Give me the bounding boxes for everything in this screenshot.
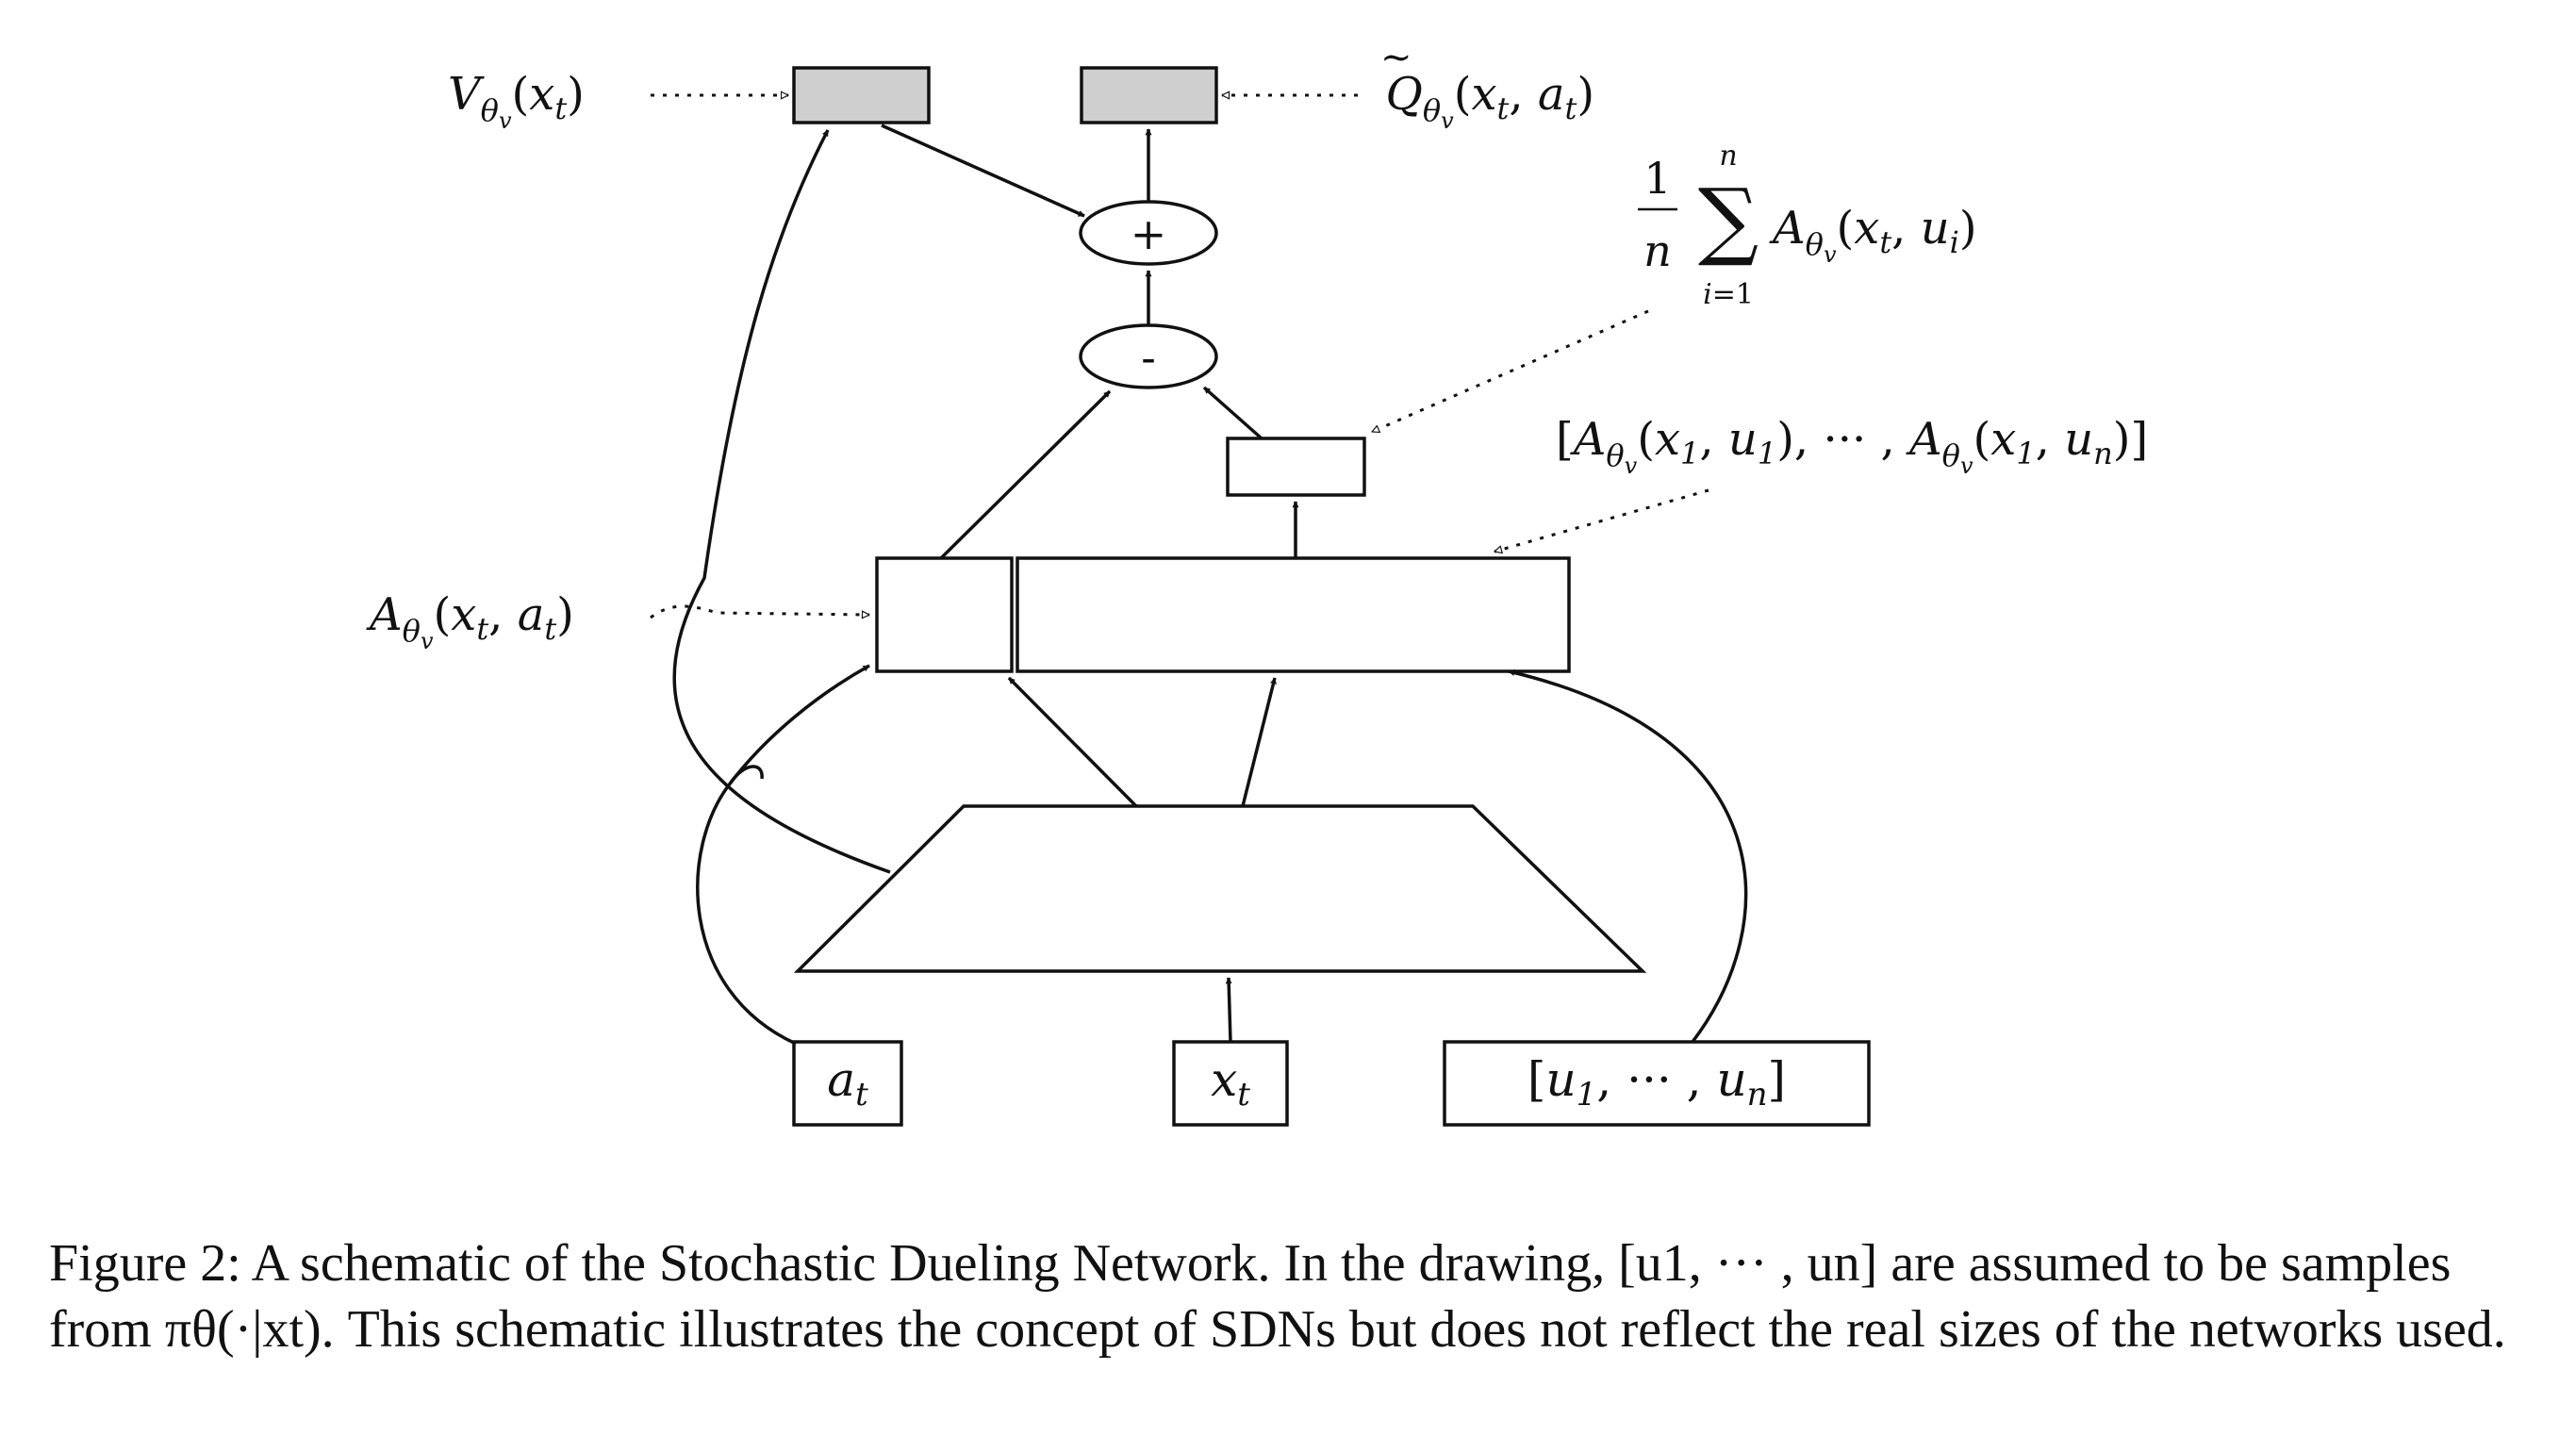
svg-text:i=1: i=1 — [1703, 278, 1754, 311]
q-output-box — [1080, 66, 1218, 124]
action-input-box — [792, 1040, 903, 1127]
figure-caption: Figure 2: A schematic of the Stochastic … — [49, 1234, 2506, 1359]
state-input-box — [1172, 1040, 1289, 1127]
curve-action-to-advantage — [696, 664, 870, 1046]
mean-advantage-box — [1226, 437, 1366, 497]
arrow-net-to-samples-layer — [1241, 677, 1277, 807]
advantage-label: Aθv(xt, at) — [366, 588, 574, 654]
arrow-advantage-to-minus — [939, 389, 1112, 560]
svg-text:1: 1 — [1643, 153, 1671, 204]
arrow-net-to-advantage — [1007, 676, 1138, 808]
svg-text:Aθv(xt, ui): Aθv(xt, ui) — [1769, 202, 1977, 268]
pointer-advantage — [650, 604, 869, 618]
value-label: Vθv(xt) — [448, 68, 585, 134]
svg-text:n: n — [1719, 140, 1737, 173]
sampled-advantages-label: [Aθv(x1, u1), ··· , Aθv(x1, un)] — [1556, 413, 2148, 479]
plus-symbol: + — [1131, 208, 1167, 259]
mean-advantage-label: 1 n n ∑ i=1 Aθv(xt, ui) — [1638, 140, 1977, 311]
value-output-box — [792, 66, 931, 124]
arrow-mean-to-minus — [1202, 386, 1263, 440]
arrow-value-to-plus — [881, 124, 1085, 218]
samples-input-label: [u1, ··· , un] — [1527, 1052, 1786, 1114]
pointer-mean — [1372, 309, 1649, 434]
curve-net-to-value — [672, 129, 891, 874]
advantage-box — [875, 556, 1014, 673]
minus-symbol: - — [1141, 332, 1156, 383]
sampled-advantages-box — [1016, 556, 1571, 673]
svg-text:∑: ∑ — [1698, 171, 1759, 270]
pointer-sampled — [1494, 488, 1709, 552]
q-label: ~Qθv(xt, at) — [1380, 36, 1594, 134]
shared-network — [793, 804, 1647, 973]
crossing-hop — [729, 765, 764, 784]
sdn-schematic: + - Vθv(xt) ~Qθv(xt, at) 1 n n ∑ i=1 Aθv… — [366, 36, 2148, 1127]
svg-text:n: n — [1643, 225, 1672, 276]
curve-samples-to-layer — [1508, 669, 1748, 1044]
samples-input-box — [1443, 1040, 1871, 1127]
arrow-state-to-net — [1225, 977, 1232, 1043]
